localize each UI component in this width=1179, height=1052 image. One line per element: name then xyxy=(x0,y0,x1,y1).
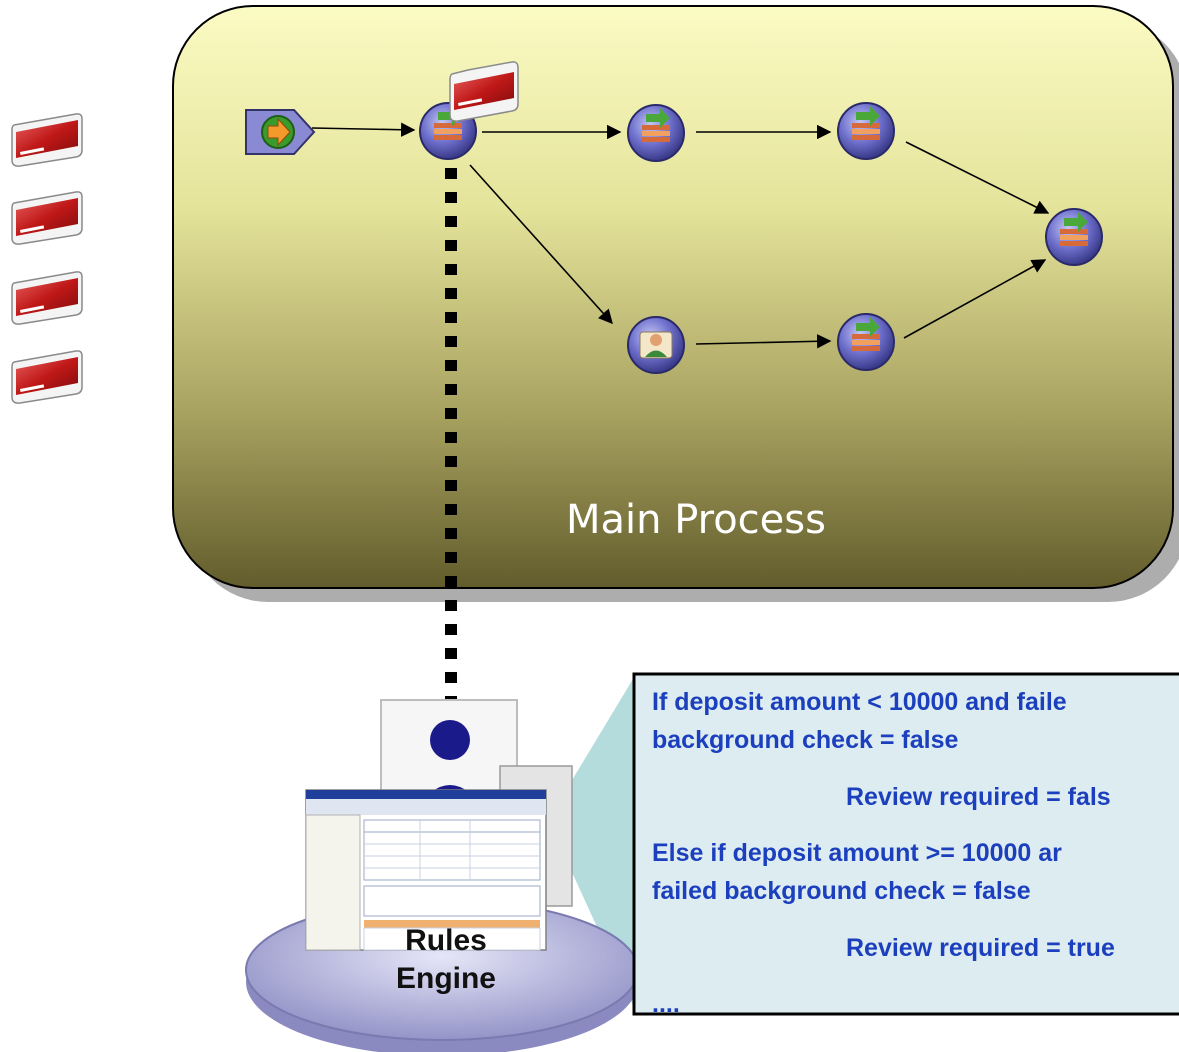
connector-activity1-to-human xyxy=(469,164,613,325)
folder-icon xyxy=(11,113,83,167)
automated-activity-icon xyxy=(627,104,685,162)
rules-engine-label-line1: Rules xyxy=(405,924,487,957)
connector-start-to-activity1 xyxy=(311,122,416,137)
user-icon xyxy=(430,720,470,760)
rule-line: failed background check = false xyxy=(652,877,1031,905)
start-arrow-icon xyxy=(245,109,316,155)
automated-activity-icon xyxy=(837,313,895,371)
connector-human-to-activity4 xyxy=(695,334,832,349)
folder-icon xyxy=(11,350,83,404)
process-title: Main Process xyxy=(566,497,826,543)
rule-line: Else if deposit amount >= 10000 ar xyxy=(652,839,1062,867)
connector-activity3-to-end xyxy=(905,141,1050,214)
rule-line: Review required = true xyxy=(846,934,1115,962)
connector-activity4-to-end xyxy=(903,259,1047,339)
rule-line: Review required = fals xyxy=(846,783,1111,811)
rules-engine-label-line2: Engine xyxy=(396,962,496,995)
folder-icon xyxy=(449,61,519,122)
connectors xyxy=(311,122,1050,349)
rule-callout-box xyxy=(632,672,1179,1016)
folder-icon xyxy=(11,191,83,245)
rule-line: background check = false xyxy=(652,726,958,754)
automated-activity-icon xyxy=(1045,208,1103,266)
rule-line: If deposit amount < 10000 and faile xyxy=(652,688,1067,716)
folder-icon xyxy=(11,271,83,325)
callout-pointer xyxy=(548,674,636,1012)
rules-editor-window-icon xyxy=(305,789,547,951)
rule-callout: If deposit amount < 10000 and faile back… xyxy=(632,672,1179,1018)
human-task-icon xyxy=(627,316,685,374)
main-process-container xyxy=(172,5,1174,589)
rules-engine: Rules Engine xyxy=(245,699,639,1052)
automated-activity-icon xyxy=(837,102,895,160)
rule-line: .... xyxy=(652,990,680,1018)
